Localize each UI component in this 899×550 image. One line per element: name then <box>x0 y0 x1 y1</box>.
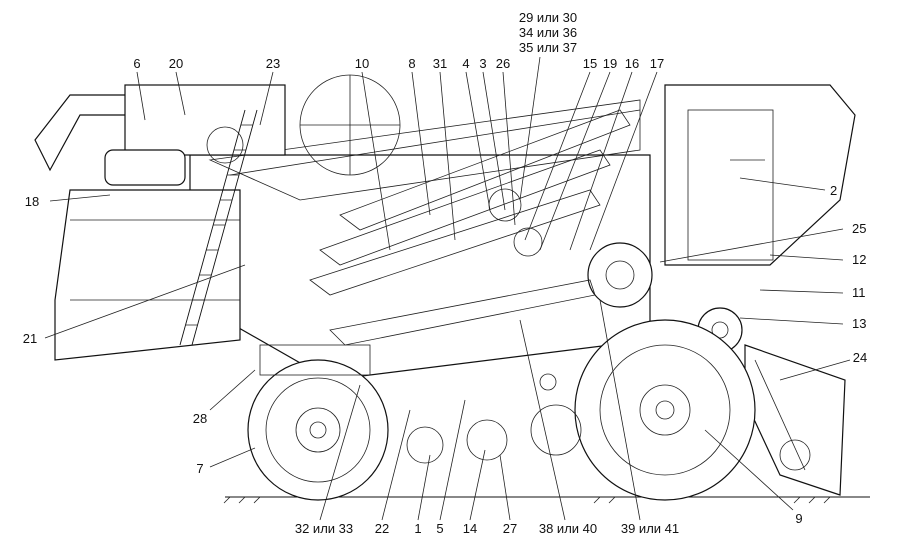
callout-labels: 6 20 23 10 8 31 4 3 26 29 или 30 34 или … <box>23 10 867 536</box>
callout-31: 31 <box>433 56 447 71</box>
callout-15: 15 <box>583 56 597 71</box>
callout-25: 25 <box>852 221 866 236</box>
callout-28: 28 <box>193 411 207 426</box>
callout-23: 23 <box>266 56 280 71</box>
flow-arrows <box>309 109 631 346</box>
callout-12: 12 <box>852 252 866 267</box>
callout-19: 19 <box>603 56 617 71</box>
callout-34-or-36: 34 или 36 <box>519 25 577 40</box>
callout-4: 4 <box>462 56 469 71</box>
callout-16: 16 <box>625 56 639 71</box>
engine-compartment <box>104 74 401 186</box>
callout-22: 22 <box>375 521 389 536</box>
callout-13: 13 <box>852 316 866 331</box>
callout-20: 20 <box>169 56 183 71</box>
callout-8: 8 <box>408 56 415 71</box>
callout-26: 26 <box>496 56 510 71</box>
callout-3: 3 <box>479 56 486 71</box>
callout-17: 17 <box>650 56 664 71</box>
rear-wheel <box>247 359 389 501</box>
callout-5: 5 <box>436 521 443 536</box>
callout-35-or-37: 35 или 37 <box>519 40 577 55</box>
callout-18: 18 <box>25 194 39 209</box>
callout-10: 10 <box>355 56 369 71</box>
callout-7: 7 <box>196 461 203 476</box>
callout-1: 1 <box>414 521 421 536</box>
callout-38-or-40: 38 или 40 <box>539 521 597 536</box>
lower-components <box>259 344 582 464</box>
front-wheel <box>574 319 756 501</box>
ladder <box>179 109 258 346</box>
callout-14: 14 <box>463 521 477 536</box>
callout-6: 6 <box>133 56 140 71</box>
callout-9: 9 <box>795 511 802 526</box>
callout-29-or-30: 29 или 30 <box>519 10 577 25</box>
callout-2: 2 <box>830 183 837 198</box>
callout-39-or-41: 39 или 41 <box>621 521 679 536</box>
cab <box>664 84 856 266</box>
callout-24: 24 <box>853 350 867 365</box>
rear-body <box>54 189 241 361</box>
callout-32-or-33: 32 или 33 <box>295 521 353 536</box>
callout-11: 11 <box>852 285 866 300</box>
leader-lines <box>44 56 851 521</box>
callout-27: 27 <box>503 521 517 536</box>
header <box>744 344 846 496</box>
callout-21: 21 <box>23 331 37 346</box>
